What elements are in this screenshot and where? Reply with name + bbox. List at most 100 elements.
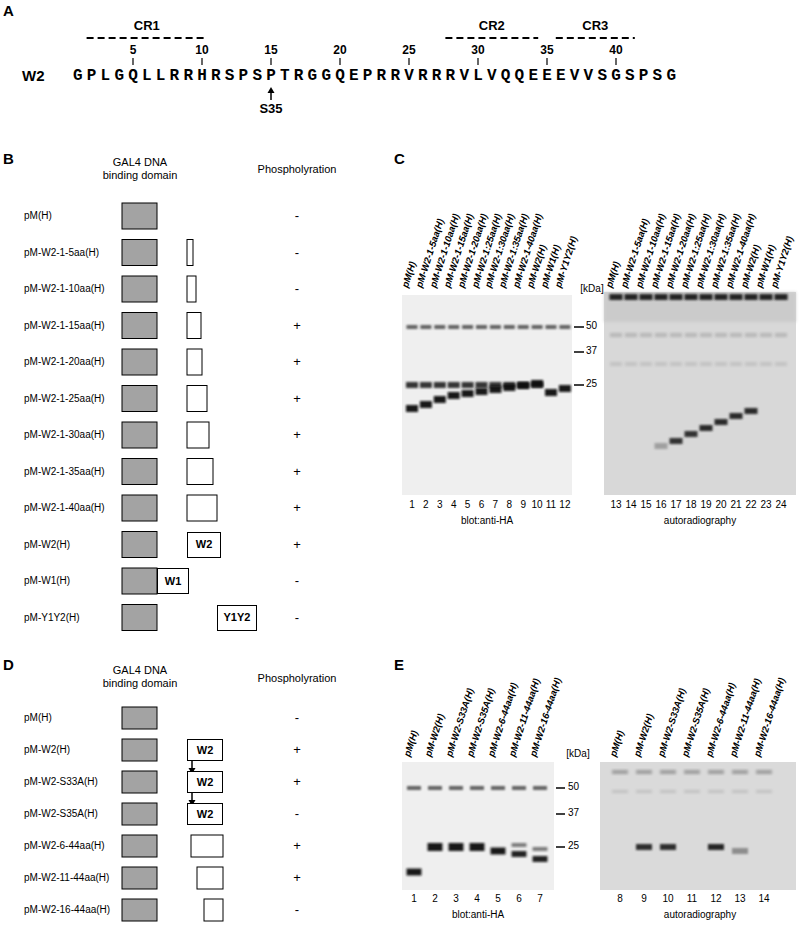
residue-tick: [477, 58, 478, 65]
marker-tick: [556, 846, 565, 848]
radio-band: [700, 294, 713, 300]
lane-number: 1: [411, 893, 417, 905]
lane-number: 6: [516, 893, 522, 905]
construct-name: pM-W2-1-5aa(H): [24, 247, 99, 259]
residue-tick: [201, 58, 202, 65]
phospho-band: [670, 438, 683, 444]
lane-number: 23: [760, 499, 771, 511]
protein-band: [512, 843, 527, 847]
lane-number: 17: [670, 499, 681, 511]
phospho-band: [715, 419, 728, 425]
protein-band: [420, 325, 431, 329]
radio-band: [730, 333, 742, 337]
gal4-domain: [122, 532, 157, 558]
radio-band: [756, 790, 772, 793]
radio-band: [636, 770, 652, 774]
radio-band: [745, 294, 758, 300]
marker-tick: [556, 787, 565, 789]
lane-number: 12: [710, 893, 721, 905]
column-header: GAL4 DNA binding domain: [94, 156, 186, 182]
phospho-sign: -: [295, 710, 299, 726]
protein-band: [449, 843, 464, 851]
fragment-box: [187, 459, 213, 485]
radio-band: [745, 362, 757, 366]
protein-band: [533, 847, 548, 851]
gal4-domain: [122, 568, 157, 594]
radio-band: [756, 770, 772, 774]
arrow-head: [268, 87, 275, 93]
marker-unit: [kDa]: [566, 748, 589, 760]
lane-number: 8: [507, 499, 513, 511]
radio-band: [640, 294, 653, 300]
phospho-sign: -: [295, 281, 299, 297]
lane-number: 24: [775, 499, 786, 511]
region-label: CR2: [479, 18, 505, 34]
residue-number: 25: [402, 43, 415, 57]
fragment-box: [187, 313, 201, 339]
radio-band: [700, 333, 712, 337]
protein-band: [470, 786, 484, 790]
blot-membrane: [402, 295, 572, 495]
radio-band: [636, 790, 652, 793]
protein-band: [476, 388, 488, 395]
marker-size: 50: [586, 320, 597, 332]
construct-name: pM-W2-6-44aa(H): [24, 840, 105, 852]
radio-band: [625, 333, 637, 337]
radio-band: [684, 770, 700, 774]
lane-number: 12: [559, 499, 570, 511]
lane-number: 14: [625, 499, 636, 511]
lane-number: 13: [610, 499, 621, 511]
gal4-domain: [122, 386, 157, 412]
gal4-domain: [122, 867, 157, 889]
phospho-band: [730, 413, 743, 419]
protein-band: [517, 382, 529, 388]
construct-name: pM(H): [24, 712, 52, 724]
autoradiograph: [604, 292, 796, 495]
residue-number: 10: [195, 43, 208, 57]
protein-band: [434, 325, 445, 329]
protein-band: [476, 325, 487, 329]
radio-band: [655, 333, 667, 337]
gal4-domain: [122, 313, 157, 339]
phospho-sign: -: [295, 208, 299, 224]
radio-band: [730, 362, 742, 366]
lane-number: 2: [432, 893, 438, 905]
residue-number: 20: [333, 43, 346, 57]
lane-number: 20: [715, 499, 726, 511]
phospho-sign: -: [295, 245, 299, 261]
gal4-domain: [122, 899, 157, 921]
protein-band: [420, 401, 432, 408]
panel-caption: blot:anti-HA: [452, 909, 504, 921]
marker-tick: [574, 326, 584, 328]
protein-band: [489, 386, 501, 393]
blot-membrane: [402, 762, 554, 890]
lane-number: 15: [640, 499, 651, 511]
gal4-domain: [122, 495, 157, 521]
region-dashes: [87, 37, 207, 39]
phospho-sign: +: [293, 742, 301, 758]
radio-band: [685, 362, 697, 366]
protein-band: [462, 325, 473, 329]
phospho-sign: +: [293, 354, 301, 370]
protein-band: [559, 325, 570, 329]
radio-band: [745, 333, 757, 337]
radio-band: [655, 362, 667, 366]
protein-band: [531, 380, 543, 387]
phospho-band: [708, 844, 724, 850]
residue-number: 30: [471, 43, 484, 57]
domain-name: W1: [165, 575, 182, 587]
radio-band: [775, 362, 787, 366]
construct-name: pM-W2-1-10aa(H): [24, 283, 105, 295]
radio-band: [670, 294, 683, 300]
domain-box: W1: [157, 568, 189, 594]
lane-number: 6: [479, 499, 485, 511]
phospho-band: [655, 443, 668, 449]
lane-number: 18: [685, 499, 696, 511]
protein-band: [470, 843, 485, 851]
construct-name: pM-W2-11-44aa(H): [24, 872, 109, 884]
peptide-sequence: GPLGQLLRRHRSPSPTRGGQEPRRVRRRVLVQQEEEVVSG…: [73, 67, 680, 86]
gal4-domain: [122, 276, 157, 302]
gal4-domain: [122, 739, 157, 761]
phospho-band: [660, 844, 676, 850]
protein-band: [434, 382, 446, 388]
